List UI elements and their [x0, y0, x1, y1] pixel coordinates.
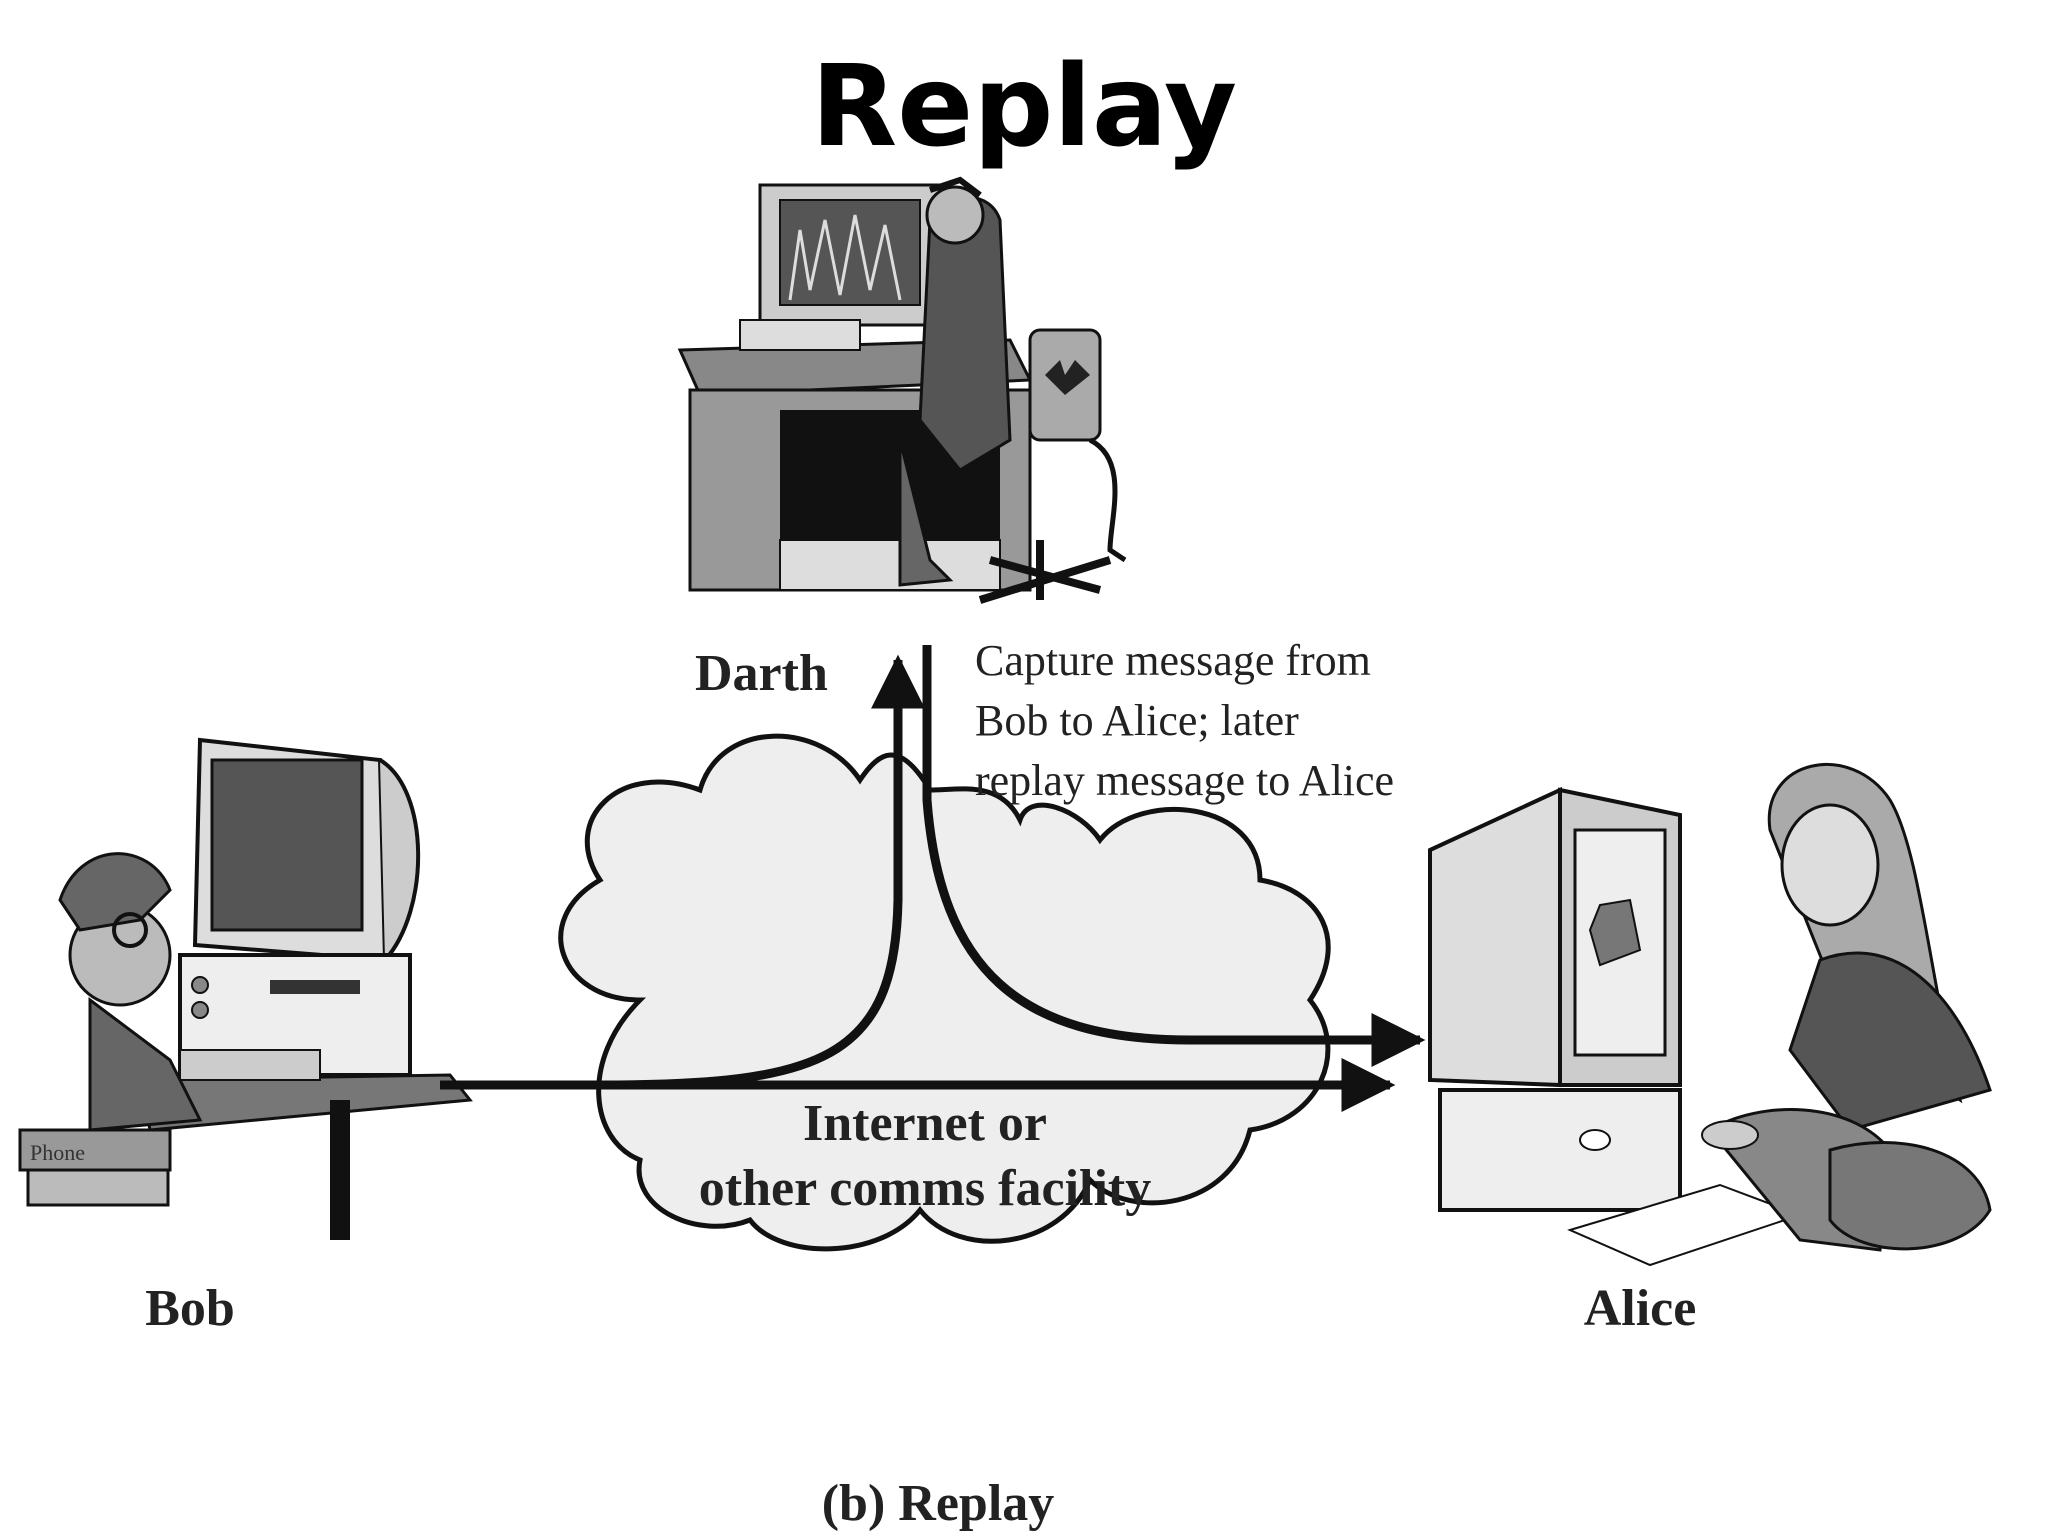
annotation-line-1: Capture message from	[975, 636, 1371, 685]
annotation-line-3: replay message to Alice	[975, 756, 1394, 805]
bob-illustration: Phone	[18, 737, 473, 1240]
slide-title: Replay	[811, 42, 1237, 172]
internet-cloud	[558, 733, 1331, 1252]
annotation-line-2: Bob to Alice; later	[975, 696, 1299, 745]
network-label-line-2: other comms facility	[699, 1160, 1151, 1217]
alice-illustration	[1428, 763, 1992, 1267]
darth-label: Darth	[695, 645, 828, 702]
replay-arrow	[922, 645, 1426, 1067]
network-label-line-1: Internet or	[803, 1095, 1047, 1152]
capture-arrow	[599, 654, 925, 1090]
bob-label: Bob	[145, 1280, 235, 1337]
darth-illustration	[677, 176, 1127, 604]
figure-caption: (b) Replay	[822, 1475, 1055, 1532]
books-label: Phone	[30, 1140, 85, 1165]
alice-label: Alice	[1584, 1280, 1697, 1337]
